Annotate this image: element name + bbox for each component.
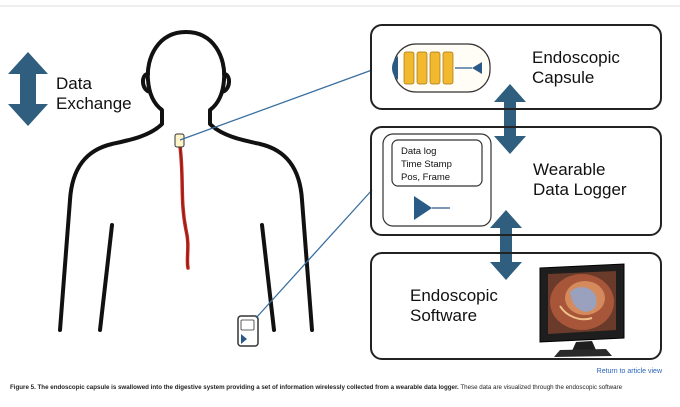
caption-text: These data are visualized through the en… (460, 384, 623, 391)
caption-bold-text: The endoscopic capsule is swallowed into… (37, 384, 459, 391)
data-exchange-arrow-shape (8, 52, 48, 126)
logger-screen-line2: Time Stamp (401, 159, 452, 170)
silhouette-left-inner-arm (98, 223, 114, 332)
figure-caption: Figure 5. The endoscopic capsule is swal… (10, 384, 670, 391)
software-panel-label: Endoscopic Software (410, 286, 498, 327)
data-exchange-label-line1: Data (56, 74, 92, 93)
silhouette-left-ear (141, 72, 152, 94)
monitor-icon (539, 263, 625, 357)
data-exchange-arrow-icon (8, 52, 48, 126)
data-exchange-label-line2: Exchange (56, 94, 132, 114)
software-label-line1: Endoscopic (410, 286, 498, 305)
data-exchange-label: Data Exchange (56, 74, 132, 115)
caption-figure-number: Figure 5. (10, 384, 36, 391)
capsule-connector-line (179, 69, 373, 141)
return-to-article-link[interactable]: Return to article view (596, 368, 662, 375)
silhouette-right-inner-arm (260, 223, 276, 332)
logger-device-illustration (382, 133, 492, 227)
logger-antenna-icon (414, 196, 432, 220)
logger-connector-line (255, 189, 373, 319)
capsule-in-body (174, 133, 185, 148)
logger-label-line2: Data Logger (533, 180, 627, 200)
silhouette-right-ear (220, 72, 231, 94)
logger-panel (370, 126, 662, 236)
logger-software-arrow-icon (490, 210, 522, 280)
logger-label-line1: Wearable (533, 160, 606, 179)
silhouette-left-side (58, 30, 188, 332)
wearable-logger-on-body (237, 315, 259, 347)
capsule-illustration-icon (392, 43, 491, 93)
software-panel (370, 252, 662, 360)
capsule-panel-label: Endoscopic Capsule (532, 48, 620, 89)
capsule-label-line1: Endoscopic (532, 48, 620, 67)
silhouette-right-side (184, 30, 314, 332)
human-silhouette (58, 30, 314, 332)
software-label-line2: Software (410, 306, 478, 326)
capsule-logger-arrow-icon (494, 84, 526, 154)
logger-screen-text: Data log Time Stamp Pos, Frame (401, 145, 452, 184)
logger-screen-line3: Pos, Frame (401, 172, 451, 183)
capsule-label-line2: Capsule (532, 68, 595, 88)
logger-screen-line1: Data log (401, 146, 437, 157)
logger-panel-label: Wearable Data Logger (533, 160, 627, 201)
capsule-panel (370, 24, 662, 110)
